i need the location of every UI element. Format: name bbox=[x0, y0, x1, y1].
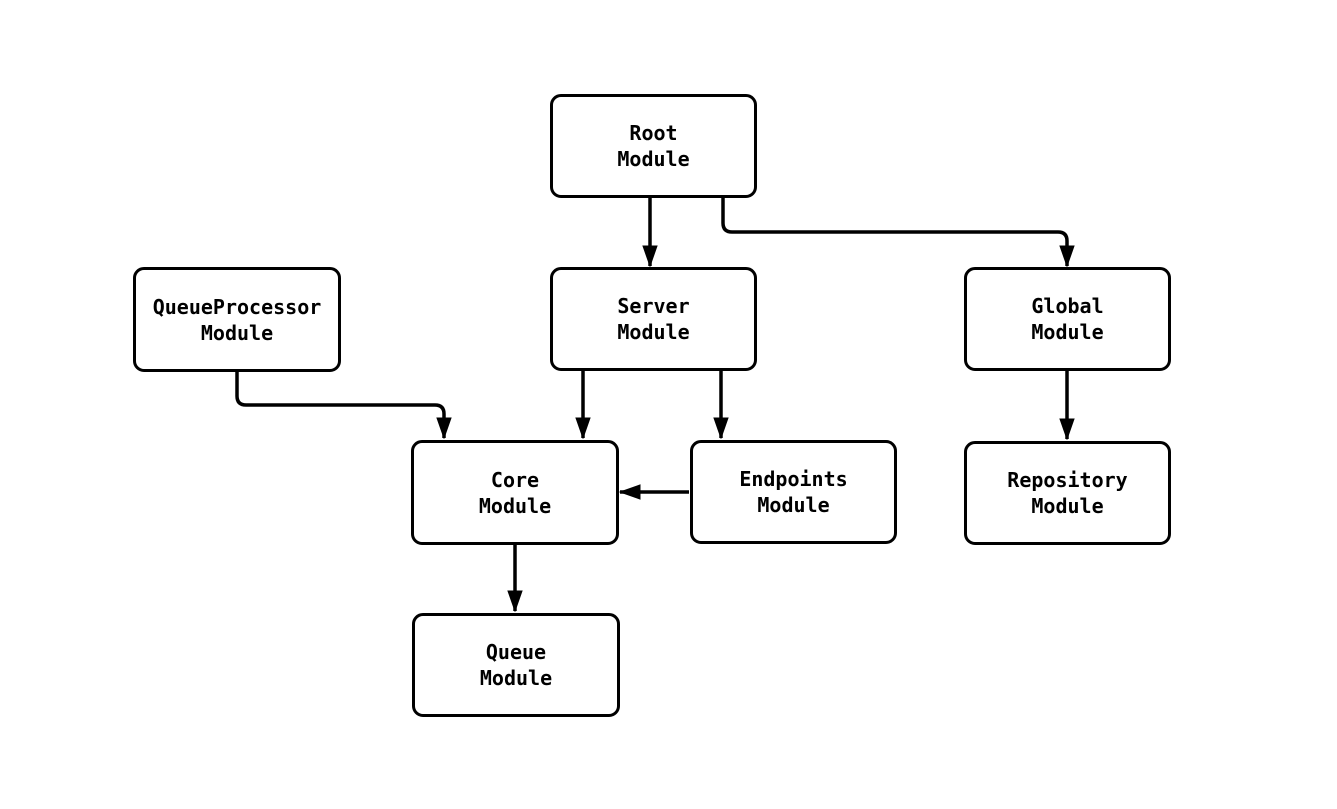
node-label-line2: Module bbox=[617, 320, 690, 344]
node-label-line2: Module bbox=[479, 666, 553, 690]
node-label-line2: Module bbox=[1031, 320, 1104, 344]
node-label-line2: Module bbox=[617, 147, 690, 171]
node-label-line2: Module bbox=[1031, 494, 1104, 518]
node-repository-module: Repository Module bbox=[964, 441, 1171, 545]
node-queueprocessor-module: QueueProcessor Module bbox=[133, 267, 341, 372]
node-label-line2: Module bbox=[757, 493, 830, 517]
node-server-module: Server Module bbox=[550, 267, 757, 371]
edge-queueprocessor-to-core bbox=[235, 372, 444, 438]
node-endpoints-module: Endpoints Module bbox=[690, 440, 897, 544]
node-global-module: Global Module bbox=[964, 267, 1171, 371]
node-core-module: Core Module bbox=[411, 440, 619, 545]
node-label-line2: Module bbox=[478, 493, 552, 518]
node-label-line1: Queue bbox=[485, 640, 547, 664]
node-label-line1: Core bbox=[490, 467, 540, 492]
node-queue-module: Queue Module bbox=[412, 613, 620, 717]
node-label-line1: Endpoints bbox=[739, 467, 848, 491]
node-label-line1: Server bbox=[617, 294, 690, 318]
node-label-line1: Root bbox=[629, 121, 678, 145]
node-label-line1: Global bbox=[1031, 294, 1104, 318]
edge-root-to-global bbox=[721, 198, 1067, 266]
node-root-module: Root Module bbox=[550, 94, 757, 198]
node-label-line1: Repository bbox=[1007, 468, 1128, 492]
node-label-line2: Module bbox=[200, 320, 274, 345]
node-label-line1: QueueProcessor bbox=[152, 294, 322, 319]
